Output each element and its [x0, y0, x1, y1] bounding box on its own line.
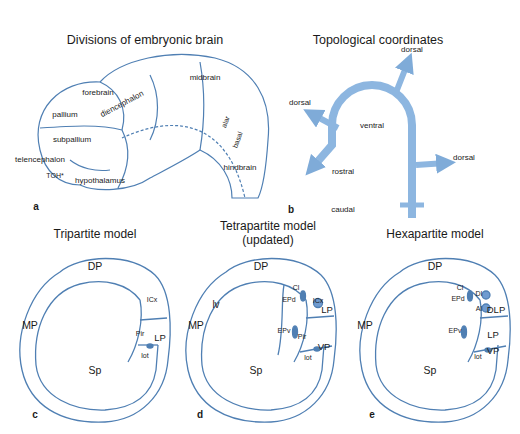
region-label: Pir	[136, 330, 145, 338]
region-label: Cl	[293, 284, 300, 292]
hemisphere-outline	[360, 259, 510, 423]
region-label: subpallium	[53, 135, 91, 144]
region-label: MP	[357, 319, 373, 331]
region-label: VP	[487, 346, 500, 357]
region-label: telencephalon	[15, 155, 65, 164]
panel-letter: b	[288, 204, 294, 216]
ventricle	[278, 285, 284, 355]
direction-label: caudal	[331, 205, 355, 214]
hemisphere-outline	[20, 259, 170, 423]
region-label: DI	[476, 290, 483, 298]
brain-outline	[38, 54, 269, 198]
region-label: LP	[321, 305, 333, 316]
hemisphere-tripartite	[20, 259, 170, 423]
dorsal-arrow	[416, 163, 446, 165]
hypothalamus-boundary	[70, 160, 110, 171]
region-label: Cl	[457, 284, 464, 292]
region-label: lot	[304, 354, 311, 362]
region-label: DLP	[487, 305, 505, 316]
dorsal-arrow	[395, 62, 408, 95]
epv-mark	[462, 326, 467, 338]
region-label: lot	[474, 353, 481, 361]
inner-outline	[376, 282, 498, 410]
panel-letter: c	[32, 409, 38, 421]
region-label: EPd	[451, 295, 464, 303]
region-label: Sp	[424, 364, 437, 376]
direction-label: dorsal	[453, 153, 475, 162]
region-label: EPv	[278, 327, 291, 335]
claustrum-mark	[301, 291, 306, 301]
region-label: Sp	[89, 364, 102, 376]
panel-title: Tripartite model	[54, 228, 137, 242]
panel-letter: e	[369, 409, 375, 421]
region-border	[306, 316, 334, 318]
region-label: MP	[22, 319, 38, 331]
panel-title: Divisions of embryonic brain	[67, 33, 223, 47]
lot-mark	[147, 344, 153, 348]
panel-letter: a	[33, 201, 39, 213]
region-label: LP	[487, 330, 499, 341]
region-border	[480, 316, 508, 318]
region-label: DP	[88, 260, 103, 272]
region-border	[140, 318, 167, 320]
region-label: hypothalamus	[75, 176, 125, 185]
region-label: alar	[220, 115, 232, 129]
inner-outline	[36, 282, 158, 410]
direction-label: ventral	[360, 121, 384, 130]
region-label: lv	[212, 299, 219, 311]
hemisphere-tetrapartite	[186, 259, 336, 423]
direction-label: dorsal	[401, 45, 423, 54]
region-label: pallium	[52, 110, 77, 119]
panel-title: Topological coordinates	[313, 33, 444, 47]
axis-arch	[312, 85, 412, 218]
pallium-boundary	[40, 126, 122, 130]
region-label: VP	[318, 342, 331, 353]
alar-basal-line	[122, 125, 245, 198]
insular-mark	[482, 291, 490, 299]
region-label: AI	[476, 305, 483, 313]
panel-title: Tetrapartite model (updated)	[198, 220, 338, 248]
claustrum-mark	[468, 291, 473, 301]
region-label: Sp	[250, 364, 263, 376]
region-label: lot	[141, 352, 148, 360]
region-label: EPv	[449, 327, 462, 335]
dorsal-arrow	[312, 114, 338, 128]
coordinate-arrows	[312, 62, 446, 218]
region-label: ICx	[147, 296, 158, 304]
region-label: TOH*	[46, 172, 63, 180]
direction-label: rostral	[332, 167, 354, 176]
hemisphere-outline	[186, 259, 336, 423]
caudal-tick	[400, 203, 424, 208]
direction-label: dorsal	[289, 98, 311, 107]
hemisphere-hexapartite	[360, 259, 510, 423]
region-label: DP	[428, 260, 443, 272]
midbrain-boundary	[150, 75, 158, 140]
brain-drawing	[38, 54, 269, 198]
region-label: DP	[254, 260, 269, 272]
region-label: basal	[231, 131, 244, 149]
region-label: midbrain	[190, 73, 221, 82]
inner-outline	[202, 282, 324, 410]
region-label: MP	[188, 319, 204, 331]
panel-title: Hexapartite model	[386, 228, 483, 242]
epv-mark	[293, 326, 298, 338]
panel-letter: d	[197, 409, 203, 421]
region-label: LP	[154, 333, 166, 344]
region-label: Pir	[298, 333, 307, 341]
region-label: EPd	[282, 296, 295, 304]
region-label: hindbrain	[224, 163, 257, 172]
region-label: forebrain	[82, 88, 114, 97]
